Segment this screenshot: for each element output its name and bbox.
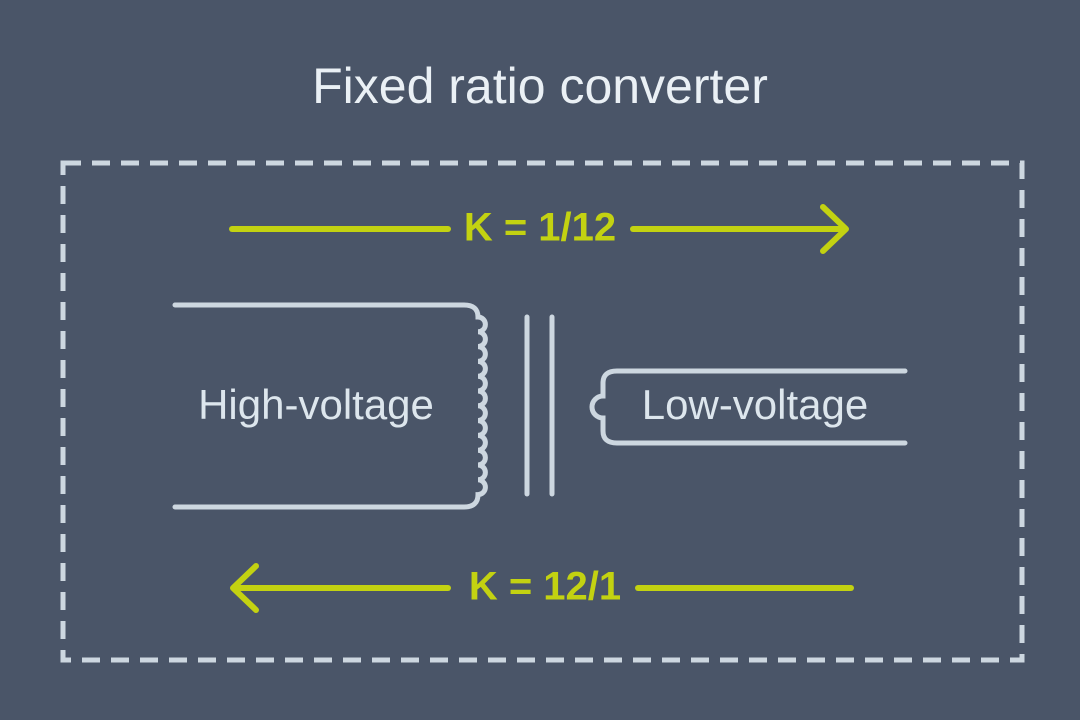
- primary-winding: [172, 302, 488, 510]
- bottom-arrow-label: K = 12/1: [468, 564, 622, 609]
- right-arrowhead-icon: [820, 204, 849, 254]
- primary-winding-label: High-voltage: [198, 381, 434, 428]
- top-arrow: [229, 204, 849, 254]
- top-arrow-label: K = 1/12: [463, 205, 617, 250]
- dashed-border: [60, 160, 1025, 663]
- bottom-arrow: [230, 563, 854, 613]
- page-title: Fixed ratio converter: [312, 58, 768, 114]
- secondary-winding-label: Low-voltage: [641, 381, 869, 428]
- transformer-core: [524, 314, 555, 497]
- secondary-winding: [589, 368, 908, 446]
